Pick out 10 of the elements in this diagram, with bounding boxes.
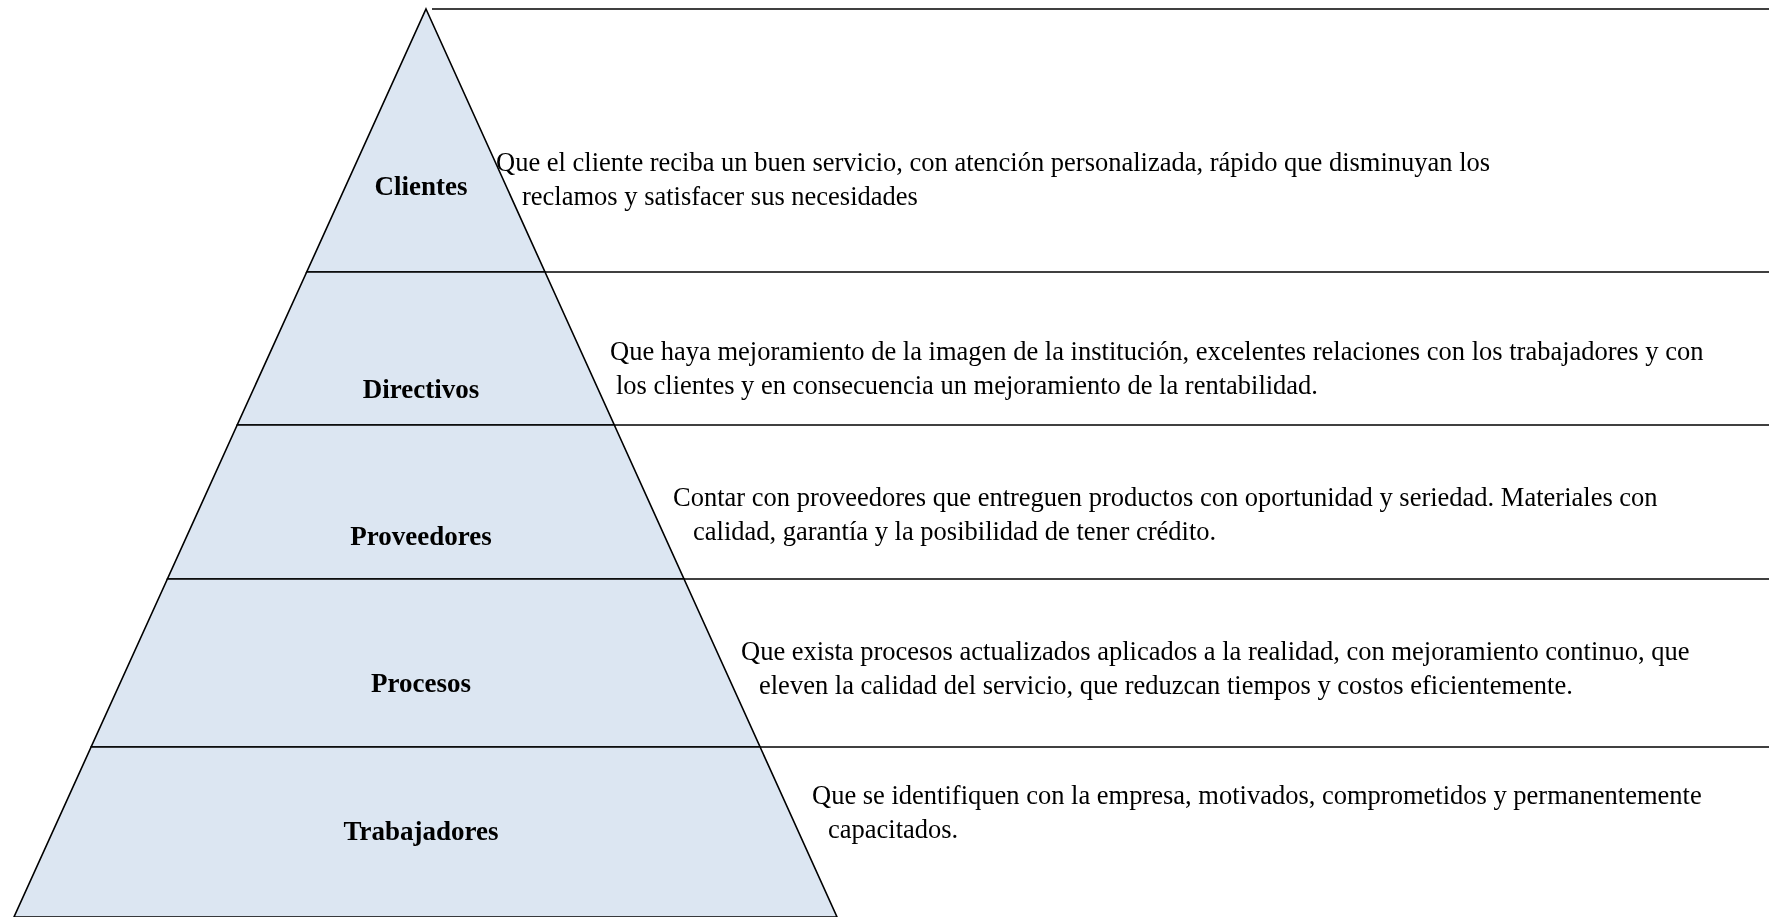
tier-heading: Trabajadores <box>343 815 499 847</box>
tier-description: Que exista procesos actualizados aplicados a la realidad, con mejoramiento continuo, que eleven la calidad del servicio, que reduzcan tiempos y costos eficientemente. <box>741 635 1691 702</box>
tier-heading: Proveedores <box>350 520 492 552</box>
tier-heading: Directivos <box>362 373 480 405</box>
tier-heading: Clientes <box>374 170 468 202</box>
tier-description: Que haya mejoramiento de la imagen de la institución, excelentes relaciones con los trabajadores y con los clientes y en consecuencia un mejoramiento de la rentabilidad. <box>610 335 1705 402</box>
tier-heading: Procesos <box>371 667 471 699</box>
tier-description: Que el cliente reciba un buen servicio, con atención personalizada, rápido que disminuyan los reclamos y satisfacer sus necesidades <box>496 146 1492 213</box>
tier-description: Que se identifiquen con la empresa, motivados, comprometidos y permanentemente capacitados. <box>812 779 1703 846</box>
tier-description: Contar con proveedores que entreguen productos con oportunidad y seriedad. Materiales con calidad, garantía y la posibilidad de tener crédito. <box>673 481 1659 548</box>
